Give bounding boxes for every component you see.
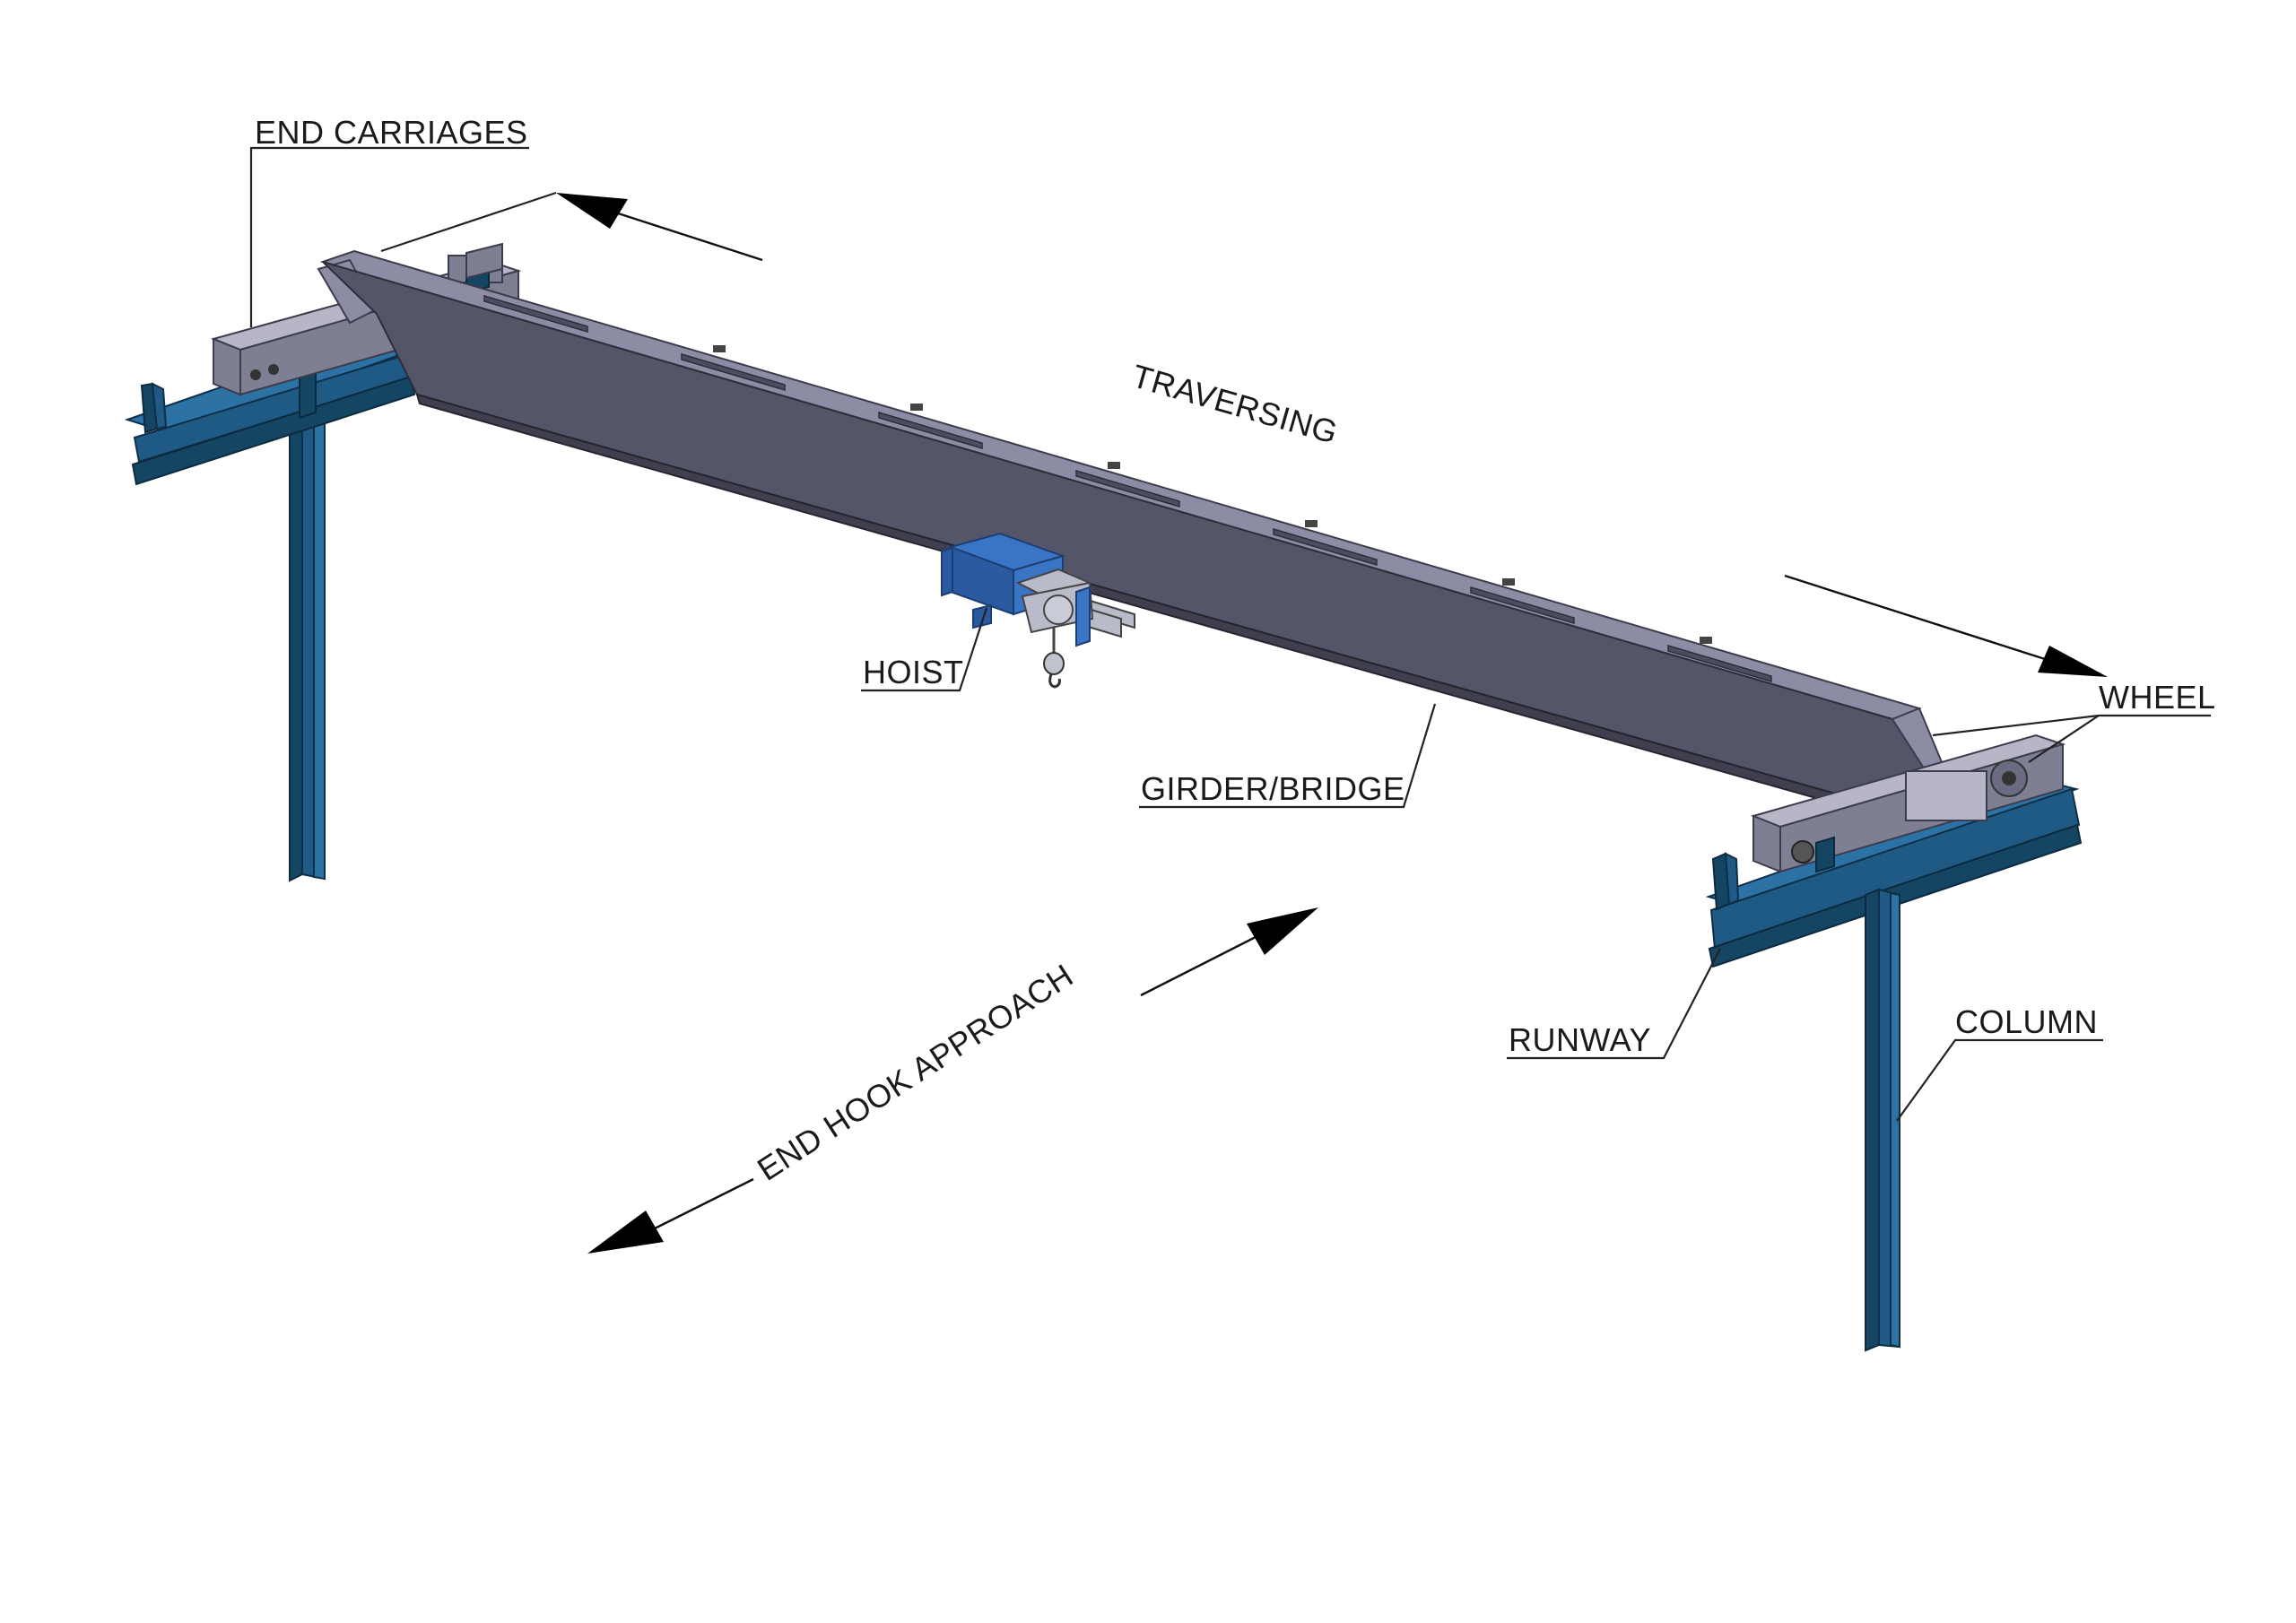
right-end-carriage <box>1750 733 2066 873</box>
traversing-arrow-left <box>556 193 763 262</box>
hoist-leader <box>861 607 988 692</box>
girder-bridge-label: GIRDER/BRIDGE <box>1141 770 1405 807</box>
end-carriages-label: END CARRIAGES <box>255 114 528 151</box>
column-label: COLUMN <box>1955 1003 2098 1040</box>
girder-bridge-leader <box>1139 703 1437 809</box>
runway-label: RUNWAY <box>1509 1021 1651 1058</box>
column-leader <box>1896 1038 2103 1122</box>
end-carriages-leader <box>249 146 557 327</box>
wheel-label: WHEEL <box>2099 679 2216 716</box>
left-column <box>289 378 326 882</box>
traversing-label: TRAVERSING <box>1128 357 1343 451</box>
wheel-leader <box>1932 714 2211 763</box>
end-hook-approach-arrow <box>587 907 1318 1254</box>
end-hook-approach-label: END HOOK APPROACH <box>751 957 1080 1188</box>
right-column <box>1865 888 1900 1352</box>
runway-leader <box>1507 948 1721 1060</box>
traversing-arrow-right <box>1784 574 2108 677</box>
hoist-label: HOIST <box>863 654 964 690</box>
girder-bridge <box>317 242 1944 829</box>
